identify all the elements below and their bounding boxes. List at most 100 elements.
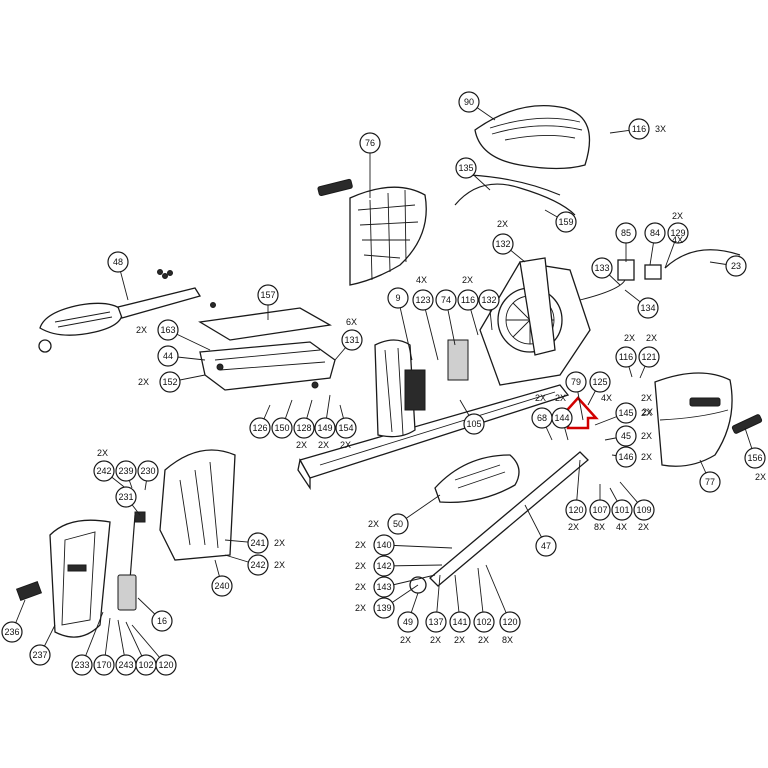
callout-part-126: 126	[249, 417, 271, 439]
callout-label: 233	[74, 660, 89, 670]
quantity-label: 2X	[136, 325, 147, 335]
part-237-housing	[15, 519, 111, 638]
quantity-label: 2X	[454, 635, 465, 645]
quantity-label: 2X	[296, 440, 307, 450]
part-84-module	[644, 264, 662, 280]
callout-part-47: 47	[535, 535, 557, 557]
callout-label: 131	[344, 335, 359, 345]
callout-label: 120	[568, 505, 583, 515]
callout-part-45: 45	[615, 425, 637, 447]
callout-label: 243	[118, 660, 133, 670]
callout-label: 239	[118, 466, 133, 476]
callout-part-157: 157	[257, 284, 279, 306]
callout-label: 242	[96, 466, 111, 476]
callout-label: 149	[317, 423, 332, 433]
callout-part-123: 123	[412, 289, 434, 311]
callout-part-139: 139	[373, 597, 395, 619]
callout-label: 150	[274, 423, 289, 433]
quantity-label: 2X	[755, 472, 766, 482]
quantity-label: 2X	[555, 393, 566, 403]
quantity-label: 2X	[355, 561, 366, 571]
callout-part-50: 50	[387, 513, 409, 535]
callout-part-132: 132	[492, 233, 514, 255]
quantity-label: 2X	[340, 440, 351, 450]
quantity-label: 2X	[646, 333, 657, 343]
callout-label: 48	[113, 257, 123, 267]
callout-label: 120	[502, 617, 517, 627]
callout-label: 77	[705, 477, 715, 487]
callout-part-120: 120	[565, 499, 587, 521]
callout-part-135: 135	[455, 157, 477, 179]
callout-part-144: 144	[551, 407, 573, 429]
callout-label: 242	[250, 560, 265, 570]
callout-label: 50	[393, 519, 403, 529]
callout-label: 109	[636, 505, 651, 515]
quantity-label: 2X	[641, 452, 652, 462]
callout-label: 79	[571, 377, 581, 387]
callout-label: 139	[376, 603, 391, 613]
callout-label: 133	[594, 263, 609, 273]
callout-part-9: 9	[387, 287, 409, 309]
callout-part-129: 129	[667, 222, 689, 244]
callout-part-231: 231	[115, 486, 137, 508]
quantity-label: 2X	[318, 440, 329, 450]
quantity-label: 2X	[641, 408, 652, 418]
callout-part-85: 85	[615, 222, 637, 244]
callout-label: 143	[376, 582, 391, 592]
callout-part-77: 77	[699, 471, 721, 493]
quantity-label: 2X	[274, 538, 285, 548]
callout-part-143: 143	[373, 576, 395, 598]
callout-label: 102	[138, 660, 153, 670]
callout-part-137: 137	[425, 611, 447, 633]
callout-label: 152	[162, 377, 177, 387]
quantity-label: 2X	[672, 211, 683, 221]
callout-label: 163	[160, 325, 175, 335]
callout-part-236: 236	[1, 621, 23, 643]
callout-label: 125	[592, 377, 607, 387]
part-44-bracket	[199, 341, 336, 391]
callout-label: 49	[403, 617, 413, 627]
callout-part-102: 102	[135, 654, 157, 676]
callout-part-230: 230	[137, 460, 159, 482]
callout-label: 116	[461, 295, 475, 305]
callout-part-105: 105	[463, 413, 485, 435]
callout-label: 123	[415, 295, 430, 305]
callout-part-149: 149	[314, 417, 336, 439]
part-9-panel	[374, 339, 426, 438]
part-47-rail	[429, 451, 589, 587]
callout-label: 154	[338, 423, 353, 433]
callout-part-79: 79	[565, 371, 587, 393]
callout-part-125: 125	[589, 371, 611, 393]
callout-label: 132	[495, 239, 510, 249]
callout-part-134: 134	[637, 297, 659, 319]
callout-part-116: 116	[615, 346, 637, 368]
part-157-plate	[198, 307, 332, 341]
callout-part-84: 84	[644, 222, 666, 244]
callout-part-241: 241	[247, 532, 269, 554]
quantity-label: 6X	[346, 317, 357, 327]
callout-label: 145	[618, 408, 633, 418]
callout-part-163: 163	[157, 319, 179, 341]
callout-part-233: 233	[71, 654, 93, 676]
part-77-right-shroud	[654, 372, 763, 467]
callout-label: 236	[4, 627, 19, 637]
quantity-label: 2X	[355, 603, 366, 613]
part-23-cable	[664, 249, 741, 269]
callout-label: 126	[252, 423, 267, 433]
callout-part-102: 102	[473, 611, 495, 633]
callout-label: 47	[541, 541, 551, 551]
callout-label: 129	[670, 228, 685, 238]
callout-part-159: 159	[555, 211, 577, 233]
quantity-label: 2X	[368, 519, 379, 529]
callout-part-146: 146	[615, 446, 637, 468]
quantity-label: 2X	[430, 635, 441, 645]
callout-label: 45	[621, 431, 631, 441]
callout-part-243: 243	[115, 654, 137, 676]
part-74-grille	[447, 339, 469, 381]
callout-label: 157	[260, 290, 275, 300]
part-76-left-shroud	[317, 178, 427, 286]
callout-part-242: 242	[93, 460, 115, 482]
quantity-label: 2X	[568, 522, 579, 532]
quantity-label: 3X	[655, 124, 666, 134]
callout-label: 142	[376, 561, 391, 571]
